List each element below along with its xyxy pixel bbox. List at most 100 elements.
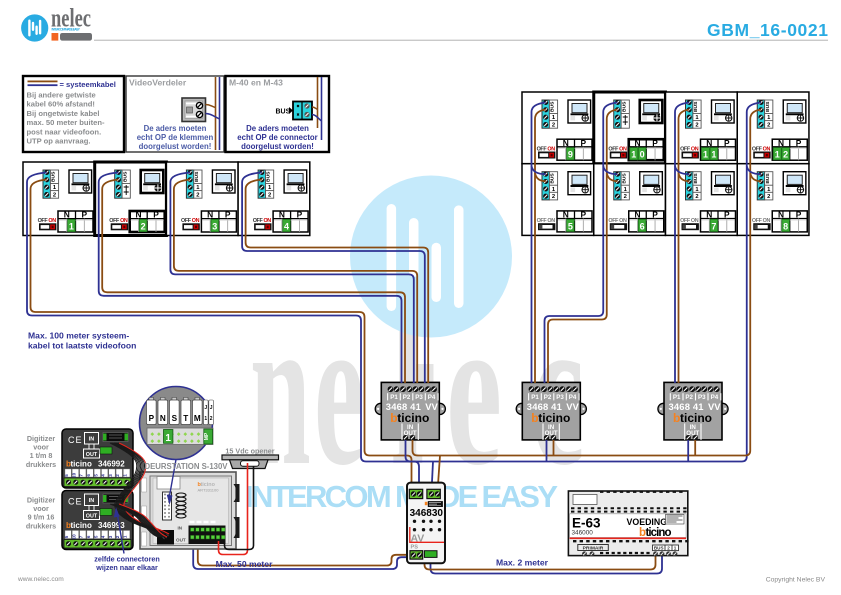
svg-text:ticino: ticino: [71, 521, 92, 530]
svg-text:2: 2: [695, 122, 698, 128]
svg-text:9: 9: [568, 150, 573, 160]
svg-text:N: N: [160, 414, 166, 423]
svg-text:3: 3: [108, 535, 113, 538]
svg-text:1: 1: [53, 185, 57, 191]
svg-text:OFF ON: OFF ON: [680, 146, 699, 152]
svg-text:2: 2: [552, 194, 555, 200]
svg-text:ticino: ticino: [646, 527, 672, 539]
svg-text:S: S: [172, 414, 178, 423]
svg-text:P2: P2: [403, 394, 411, 401]
svg-text:2: 2: [210, 416, 213, 422]
svg-text:nelec: nelec: [51, 3, 91, 32]
svg-text:P4: P4: [569, 394, 577, 401]
svg-text:346993: 346993: [98, 521, 125, 530]
svg-text:Max. 2 meter: Max. 2 meter: [496, 558, 549, 568]
svg-text:BUS: BUS: [550, 101, 556, 112]
svg-text:ticino: ticino: [397, 411, 429, 425]
svg-text:doorgelust worden!: doorgelust worden!: [241, 142, 314, 151]
svg-text:2: 2: [667, 546, 670, 551]
svg-text:N: N: [778, 138, 784, 148]
svg-text:www.nelec.com: www.nelec.com: [17, 576, 64, 583]
svg-text:7: 7: [79, 474, 84, 477]
svg-text:1: 1: [624, 187, 628, 193]
svg-text:T: T: [183, 414, 188, 423]
svg-text:10: 10: [71, 472, 76, 478]
svg-text:N: N: [634, 138, 640, 148]
svg-text:BUS: BUS: [194, 171, 200, 182]
svg-text:1: 1: [196, 185, 200, 191]
svg-text:OFF ON: OFF ON: [181, 218, 200, 224]
svg-text:OFF ON: OFF ON: [752, 146, 771, 152]
svg-text:BUS: BUS: [693, 173, 699, 184]
svg-text:UTP op aanvraag.: UTP op aanvraag.: [27, 137, 91, 146]
svg-text:N: N: [135, 210, 141, 220]
svg-text:P1: P1: [673, 394, 681, 401]
svg-text:kabel tot laatste videofoon: kabel tot laatste videofoon: [28, 341, 136, 351]
svg-text:8: 8: [783, 221, 788, 231]
svg-text:OFF ON: OFF ON: [38, 218, 57, 224]
svg-text:P3: P3: [698, 394, 706, 401]
svg-text:346000: 346000: [572, 530, 594, 537]
svg-text:voor: voor: [33, 443, 49, 452]
svg-text:CE: CE: [68, 435, 83, 445]
svg-text:1: 1: [268, 185, 272, 191]
svg-text:1: 1: [775, 150, 780, 160]
svg-text:BUS: BUS: [765, 173, 771, 184]
svg-text:P: P: [724, 210, 730, 220]
svg-text:2: 2: [767, 122, 770, 128]
svg-text:Max. 50 meter: Max. 50 meter: [216, 559, 274, 569]
svg-text:Digitizer: Digitizer: [27, 496, 56, 505]
svg-text:2: 2: [783, 150, 788, 160]
svg-text:Digitizer: Digitizer: [27, 434, 56, 443]
svg-text:1: 1: [631, 150, 636, 160]
svg-text:BUS: BUS: [266, 171, 272, 182]
svg-text:Bij andere getwiste: Bij andere getwiste: [27, 91, 96, 100]
svg-text:2: 2: [115, 535, 120, 538]
svg-text:1: 1: [123, 535, 128, 538]
svg-text:5: 5: [64, 535, 69, 538]
svg-text:DEURSTATION S-130V: DEURSTATION S-130V: [145, 462, 229, 471]
svg-text:BUS: BUS: [276, 109, 291, 116]
svg-text:drukkers: drukkers: [26, 460, 56, 469]
svg-text:1: 1: [703, 150, 708, 160]
svg-text:P: P: [581, 138, 587, 148]
svg-text:P2: P2: [544, 394, 552, 401]
svg-text:N: N: [207, 210, 213, 220]
svg-text:1: 1: [767, 115, 771, 121]
svg-text:BUS: BUS: [51, 171, 57, 182]
svg-text:Max. 100 meter systeem-: Max. 100 meter systeem-: [28, 331, 129, 341]
svg-text:GBM_16-0021: GBM_16-0021: [707, 20, 828, 40]
svg-text:MP: MP: [204, 432, 210, 440]
svg-text:P3: P3: [556, 394, 564, 401]
svg-text:15 Vdc opener: 15 Vdc opener: [225, 447, 274, 456]
svg-text:P: P: [724, 138, 730, 148]
svg-text:OFF ON: OFF ON: [537, 146, 556, 152]
svg-text:5: 5: [64, 474, 69, 477]
svg-text:2: 2: [115, 474, 120, 477]
svg-text:P3: P3: [415, 394, 423, 401]
svg-text:BUS: BUS: [122, 171, 128, 182]
svg-text:N: N: [64, 210, 70, 220]
svg-text:N: N: [634, 210, 640, 220]
svg-text:CE: CE: [68, 497, 83, 507]
svg-text:346830: 346830: [410, 508, 444, 519]
svg-text:2: 2: [624, 194, 627, 200]
svg-text:doorgelust worden!: doorgelust worden!: [139, 142, 212, 151]
svg-text:346992: 346992: [98, 460, 125, 469]
svg-text:P1: P1: [390, 394, 398, 401]
svg-text:1: 1: [711, 150, 716, 160]
svg-text:P: P: [149, 414, 155, 423]
svg-text:9 t/m 16: 9 t/m 16: [28, 513, 55, 522]
svg-text:VV: VV: [566, 401, 579, 412]
svg-text:1: 1: [695, 115, 699, 121]
svg-text:N: N: [563, 210, 569, 220]
svg-text:N: N: [778, 210, 784, 220]
svg-text:3: 3: [212, 221, 217, 231]
svg-text:N: N: [279, 210, 285, 220]
svg-text:1 t/m 8: 1 t/m 8: [30, 451, 53, 460]
svg-text:N: N: [563, 138, 569, 148]
svg-text:IN: IN: [690, 424, 697, 431]
svg-text:P: P: [297, 210, 303, 220]
svg-text:2: 2: [141, 221, 146, 231]
svg-text:OFF ON: OFF ON: [109, 218, 128, 224]
